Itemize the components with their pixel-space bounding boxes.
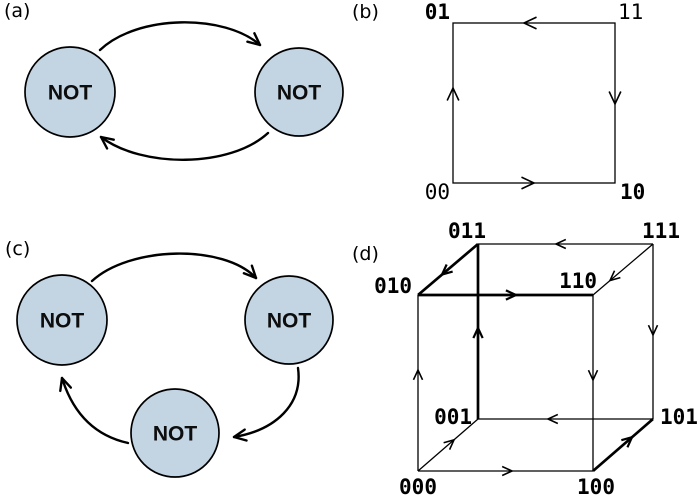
state-011: 011 (448, 219, 486, 243)
panel-b-label: (b) (352, 1, 379, 23)
arrowhead-d-111-101-icon (647, 324, 659, 337)
not-gate-c-bottom (130, 388, 220, 478)
not-gate-a-right-label: NOT (277, 82, 322, 105)
arrowhead-a-left-to-right-icon (246, 32, 262, 47)
arrow-a-left-to-right (98, 21, 262, 52)
panel-d-label: (d) (352, 243, 379, 265)
state-square (452, 22, 616, 184)
arrow-c-bottom-to-topleft (60, 376, 130, 445)
arrowhead-d-000-001-icon (443, 438, 456, 450)
arrowhead-c-topright-to-bottom-icon (232, 428, 248, 442)
arrowhead-d-110-100-icon (587, 369, 599, 382)
arrowhead-c-topleft-to-topright-icon (242, 264, 258, 280)
arrowhead-c-bottom-to-topleft-icon (59, 376, 73, 393)
arrowhead-d-111-011-icon (554, 238, 567, 250)
not-gate-c-topleft (16, 274, 108, 366)
arrowhead-d-000-100-icon (501, 465, 514, 477)
not-gate-c-topright-label: NOT (267, 310, 312, 333)
arrowhead-a-right-to-left-icon (99, 135, 115, 150)
arrowhead-d-101-001-icon (546, 413, 559, 425)
cube-edge-011-010-bold (417, 242, 479, 297)
not-gate-c-bottom-label: NOT (153, 423, 198, 446)
state-000: 000 (399, 475, 437, 498)
panel-a: (a) NOT NOT (4, 0, 344, 161)
not-gate-a-right (254, 47, 344, 137)
cube-edge-111-110 (592, 243, 654, 296)
not-gate-c-topleft-label: NOT (40, 310, 85, 333)
arrowhead-b-top-left-icon (522, 16, 537, 30)
cube-edge-000-001 (417, 418, 479, 472)
panel-c: (c) NOT NOT NOT (5, 238, 334, 478)
arrowhead-b-left-up-icon (446, 86, 460, 101)
state-110: 110 (559, 269, 597, 293)
state-001: 001 (434, 405, 472, 429)
state-10: 10 (620, 180, 645, 204)
arrow-a-right-to-left (99, 131, 270, 161)
arrowhead-d-100-101-icon (621, 435, 634, 448)
arrowhead-b-bottom-right-icon (521, 176, 536, 190)
arrow-c-topright-to-bottom (232, 366, 300, 439)
panel-b: (b) 01 11 00 10 (352, 0, 645, 204)
state-01: 01 (425, 0, 450, 24)
arrowhead-d-111-110-icon (608, 270, 621, 282)
state-111: 111 (642, 219, 680, 243)
state-11: 11 (618, 0, 643, 24)
panel-a-label: (a) (4, 0, 30, 22)
not-gate-a-left (24, 46, 116, 138)
state-00: 00 (425, 180, 450, 204)
not-gate-a-left-label: NOT (48, 82, 93, 105)
arrowhead-d-000-010-icon (412, 368, 424, 381)
arrowhead-b-right-down-icon (608, 91, 622, 106)
state-101: 101 (660, 405, 698, 429)
arrowhead-d-010-110-icon (505, 289, 519, 301)
state-010: 010 (374, 274, 412, 298)
arrow-c-topleft-to-topright (90, 252, 258, 283)
panel-c-label: (c) (5, 238, 30, 260)
panel-d: (d) 011 111 010 110 001 101 (352, 219, 698, 498)
not-gate-c-topright (244, 275, 334, 365)
cube-edge-100-101-bold (592, 417, 654, 473)
arrowhead-d-011-010-icon (440, 264, 453, 277)
arrowhead-d-001-011-icon (472, 325, 484, 339)
state-100: 100 (577, 475, 615, 498)
